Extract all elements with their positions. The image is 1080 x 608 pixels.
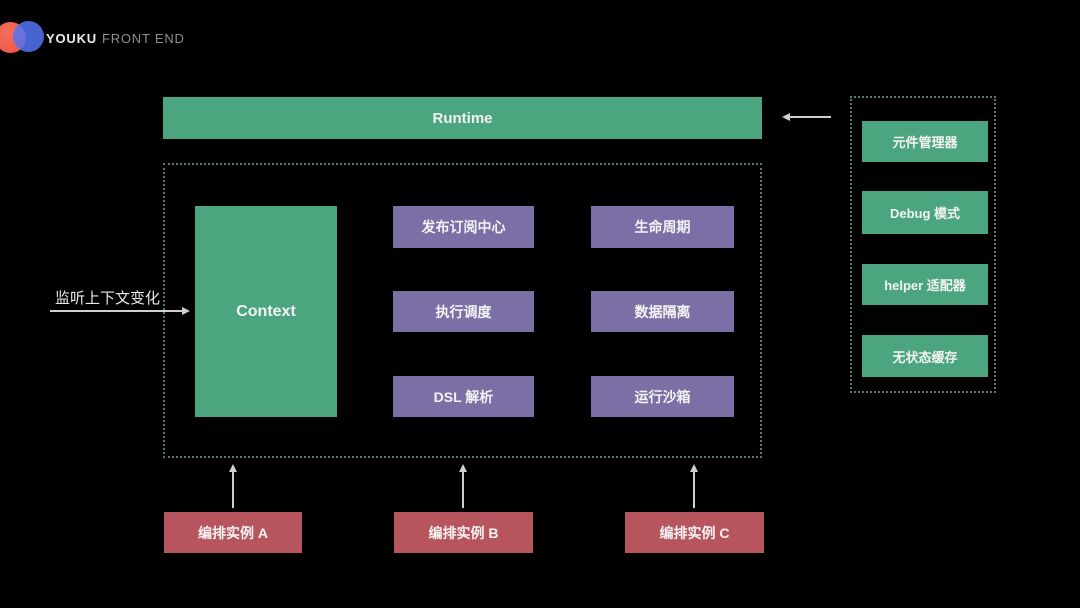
module-dsl-parsing: DSL 解析 — [393, 376, 534, 417]
side-panel-to-runtime-arrowhead — [782, 113, 790, 121]
module-label: DSL 解析 — [433, 388, 494, 405]
instance-c-arrow-line — [693, 471, 695, 508]
context-box: Context — [195, 206, 337, 417]
listen-context-arrow-line — [50, 310, 182, 312]
side-item-helper-adapter: helper 适配器 — [862, 264, 988, 305]
instance-c-arrowhead — [690, 464, 698, 472]
brand-name: YOUKU — [46, 31, 97, 46]
side-item-debug-mode: Debug 模式 — [862, 191, 988, 234]
instance-a-box: 编排实例 A — [164, 512, 302, 553]
logo-circle-blue-icon — [13, 21, 44, 52]
side-item-label: 无状态缓存 — [892, 349, 958, 365]
side-panel-to-runtime-arrow-line — [789, 116, 831, 118]
instance-label: 编排实例 B — [428, 524, 499, 541]
instance-label: 编排实例 A — [198, 524, 268, 541]
module-label: 数据隔离 — [634, 303, 691, 320]
instance-label: 编排实例 C — [659, 524, 730, 541]
context-label: Context — [236, 302, 296, 320]
instance-b-arrow-line — [462, 471, 464, 508]
side-panel-container: 元件管理器 Debug 模式 helper 适配器 无状态缓存 — [850, 96, 996, 393]
instance-b-arrowhead — [459, 464, 467, 472]
listen-context-label: 监听上下文变化 — [55, 290, 161, 307]
module-data-isolation: 数据隔离 — [591, 291, 734, 332]
listen-context-arrowhead — [182, 307, 190, 315]
side-item-label: 元件管理器 — [892, 135, 958, 150]
side-item-label: helper 适配器 — [884, 278, 966, 293]
module-execution-scheduling: 执行调度 — [393, 291, 534, 332]
module-run-sandbox: 运行沙箱 — [591, 376, 734, 417]
module-label: 运行沙箱 — [634, 388, 691, 405]
instance-c-box: 编排实例 C — [625, 512, 764, 553]
runtime-label: Runtime — [432, 109, 493, 127]
side-item-component-manager: 元件管理器 — [862, 121, 988, 162]
instance-b-box: 编排实例 B — [394, 512, 533, 553]
module-pubsub-center: 发布订阅中心 — [393, 206, 534, 248]
module-label: 发布订阅中心 — [421, 219, 506, 235]
instance-a-arrow-line — [232, 471, 234, 508]
module-label: 执行调度 — [435, 303, 492, 320]
side-item-label: Debug 模式 — [889, 206, 961, 221]
runtime-bar: Runtime — [163, 97, 762, 139]
brand-suffix: FRONT END — [101, 31, 185, 46]
side-item-stateless-cache: 无状态缓存 — [862, 335, 988, 377]
module-lifecycle: 生命周期 — [591, 206, 734, 248]
module-label: 生命周期 — [634, 219, 691, 235]
instance-a-arrowhead — [229, 464, 237, 472]
brand-text: YOUKU FRONT END — [46, 31, 185, 46]
